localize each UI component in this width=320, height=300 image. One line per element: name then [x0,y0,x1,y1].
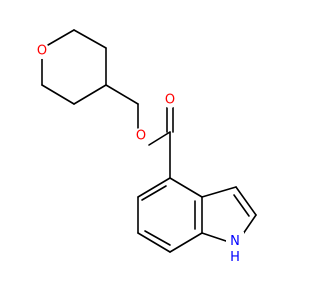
bond-c6-c7 [137,232,171,253]
bond-c6-c7-inner [144,230,171,246]
ring-oxygen: O [37,44,47,59]
bond-c3a-c3 [201,186,237,198]
carbonyl-oxygen: O [165,93,175,108]
ester-oxygen: O [136,129,146,144]
bond-c4-c5 [137,177,171,198]
bond-c7-c7a [169,232,203,253]
bond-c3-c2 [235,186,257,216]
bond-thp-c4-c5 [73,84,107,105]
carbonyl-oxygen-label: O [162,92,178,108]
benzene-ring [137,177,203,253]
bond-thp-c5-c6 [41,84,75,105]
bond-o-ester-carbonyl-c [148,131,171,146]
bond-c2-n1 [242,214,257,235]
bond-c4-c5-inner [141,185,167,201]
tetrahydropyran-ring [41,29,107,105]
bond-c4-ch2 [105,84,139,105]
bond-c3-c2-inner [233,194,250,217]
pyrrole-ring [201,186,257,242]
indole-h-symbol: H [230,250,240,265]
ester-oxygen-label: O [133,128,149,144]
indole-n-symbol: N [230,234,240,249]
bond-thp-c2-c3 [73,29,107,49]
ring-oxygen-label: O [34,43,50,59]
bond-c3a-c4 [169,177,203,198]
bond-n1-c7a [201,232,227,242]
bond-thp-o-c2 [47,29,75,46]
